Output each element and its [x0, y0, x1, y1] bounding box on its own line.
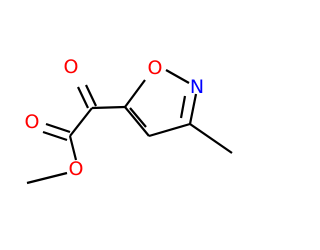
bond-n2-c3-inner: [179, 95, 187, 119]
bond-ketone-double-b: [85, 84, 97, 107]
chemical-structure-diagram: O O N O O: [25, 56, 233, 185]
bond-ester-carbon-oxygen: [68, 135, 78, 161]
bond-c4-c5: [124, 106, 150, 137]
atom-label-ring-oxygen: O: [148, 57, 163, 79]
bond-oxygen-methyl: [26, 171, 68, 185]
bond-ester-carbonyl-b: [42, 130, 68, 142]
bond-c5-ketone-carbon: [91, 105, 126, 110]
bond-o1-n2: [165, 69, 190, 84]
bond-n2-c3: [188, 93, 198, 125]
atom-label-ketone-oxygen: O: [64, 56, 79, 78]
bonds: [26, 69, 233, 185]
bond-ester-carbonyl-a: [45, 122, 71, 134]
atom-label-ring-nitrogen: N: [190, 76, 204, 98]
bond-c3-c4: [148, 122, 191, 138]
atom-label-ester-oxygen: O: [69, 158, 84, 180]
atom-label-ester-carbonyl-oxygen: O: [25, 111, 40, 133]
atom-labels: O O N O O: [25, 56, 205, 180]
bond-c3-methyl: [189, 123, 233, 154]
bond-ketone-double-a: [77, 86, 89, 109]
bond-ketone-ester-carbon: [69, 107, 93, 137]
bond-c5-o1: [124, 79, 146, 108]
bond-c4-c5-inner: [129, 107, 147, 128]
